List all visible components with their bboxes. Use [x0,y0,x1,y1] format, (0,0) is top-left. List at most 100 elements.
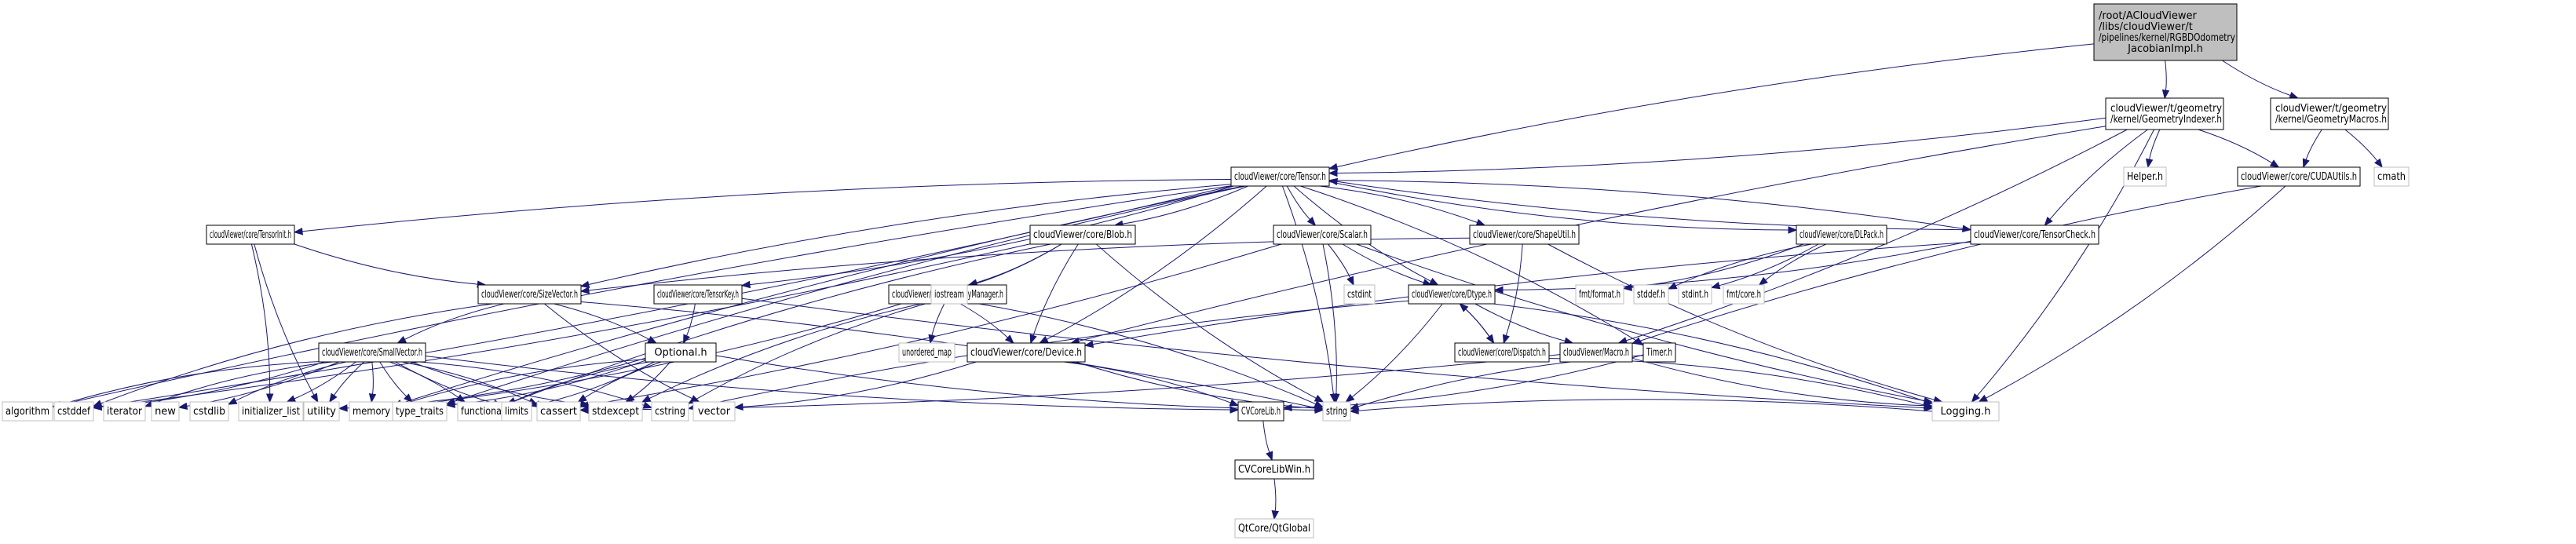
edge-line [1548,358,1925,406]
edge-line [2344,129,2378,162]
edge-line [1342,243,1424,283]
edge-geomindexer-to-helper [2145,129,2161,169]
node-box[interactable] [1454,342,1550,363]
node-cvcorelib[interactable]: CVCoreLib.h [1237,401,1284,422]
node-box[interactable] [653,284,743,305]
node-label: JacobianImpl.h [2127,43,2203,55]
node-geommacros[interactable]: cloudViewer/t/geometry/kernel/GeometryMa… [2270,97,2389,130]
node-root[interactable]: /root/ACloudViewer/libs/cloudViewer/t/pi… [2093,3,2238,61]
edge-line [2149,129,2161,160]
arrowhead-icon [1622,283,1632,291]
node-box [53,401,94,422]
arrowhead-icon [329,392,338,403]
arrowhead-icon [577,394,587,403]
edge-line [294,243,478,285]
edge-dlpack-to-stddef [1667,243,1812,290]
node-tensorkey[interactable]: cloudViewer/core/TensorKey.h [653,284,743,305]
node-box[interactable] [1230,166,1330,187]
node-box[interactable] [1469,225,1580,245]
node-geomindexer[interactable]: cloudViewer/t/geometry/kernel/GeometryIn… [2105,97,2224,130]
edge-line [1328,181,1789,231]
node-box [2,401,53,422]
node-label: cloudViewer/t/geometry [2275,103,2387,115]
node-box[interactable] [645,342,717,363]
node-box[interactable] [966,342,1086,363]
node-label: cloudViewer/core/Dtype.h [1412,289,1492,301]
arrowhead-icon [2289,92,2300,99]
node-box[interactable] [1237,401,1284,422]
arrowhead-icon [647,335,657,344]
node-optional[interactable]: Optional.h [645,342,717,363]
edge-line [742,361,977,407]
node-unordered_map: unordered_map [898,342,955,363]
node-shapeutil[interactable]: cloudViewer/core/ShapeUtil.h [1469,225,1580,245]
node-box[interactable] [318,342,426,363]
node-box[interactable] [1408,284,1496,305]
arrowhead-icon [2145,158,2154,169]
arrowhead-icon [1314,394,1325,403]
node-limits: limits [501,401,532,422]
node-box [392,401,448,422]
edge-tensor-to-algorithm [51,185,1232,409]
arrowhead-icon [928,334,936,345]
node-label: cloudViewer/core/Dispatch.h [1458,347,1546,359]
node-cudautils[interactable]: cloudViewer/core/CUDAUtils.h [2237,166,2361,187]
node-macro[interactable]: cloudViewer/Macro.h [1559,342,1633,363]
node-box[interactable] [1796,225,1887,245]
arrowhead-icon [642,401,653,409]
node-box[interactable] [1029,225,1136,245]
node-timer[interactable]: Timer.h [1642,342,1676,363]
node-box[interactable] [1559,342,1633,363]
arrowhead-icon [445,400,455,408]
node-label: cloudViewer/core/TensorKey.h [657,289,739,301]
node-iterator: iterator [103,401,146,422]
edge-tensor-to-blob [1113,185,1248,228]
edge-line [931,303,945,336]
edge-line [588,237,1471,291]
edge-line [454,185,1246,402]
node-dlpack[interactable]: cloudViewer/core/DLPack.h [1796,225,1887,245]
edge-line [2222,60,2291,97]
arrowhead-icon [740,280,751,289]
node-label: limits [505,406,528,418]
node-tensor[interactable]: cloudViewer/core/Tensor.h [1230,166,1330,187]
edge-cudautils-to-logging [1978,185,2286,403]
node-blob[interactable]: cloudViewer/core/Blob.h [1029,225,1136,245]
edge-blob-to-device [1029,243,1079,345]
node-box[interactable] [2093,3,2238,61]
node-box[interactable] [2237,166,2361,187]
node-box[interactable] [1273,225,1372,245]
node-box[interactable] [1970,225,2099,245]
arrowhead-icon [1493,286,1504,294]
node-label: initializer_list [242,406,300,418]
node-tensorcheck[interactable]: cloudViewer/core/TensorCheck.h [1970,225,2099,245]
arrowhead-icon [455,394,466,403]
node-dispatch[interactable]: cloudViewer/core/Dispatch.h [1454,342,1550,363]
node-device[interactable]: cloudViewer/core/Device.h [966,342,1086,363]
node-box[interactable] [1642,342,1676,363]
node-box[interactable] [2270,97,2389,130]
node-cvcorelibwin[interactable]: CVCoreLibWin.h [1234,459,1314,480]
arrowhead-icon [1229,399,1240,407]
edge-cvcorelib-to-cvcorelibwin [1262,420,1273,462]
edge-smallvector-to-cstring [419,361,653,409]
edge-blob-to-string [1095,243,1325,403]
edge-blob-to-iostream [966,243,1062,288]
node-sizevector[interactable]: cloudViewer/core/SizeVector.h [477,284,582,305]
arrowhead-icon [1758,276,1768,286]
arrowhead-icon [1475,218,1486,226]
node-box[interactable] [477,284,582,305]
node-label: cmath [2377,171,2406,183]
node-box [1343,284,1376,305]
node-scalar[interactable]: cloudViewer/core/Scalar.h [1273,225,1372,245]
node-box[interactable] [2105,97,2224,130]
node-smallvector[interactable]: cloudViewer/core/SmallVector.h [318,342,426,363]
edge-line [2165,60,2167,91]
node-dtype[interactable]: cloudViewer/core/Dtype.h [1408,284,1496,305]
node-box[interactable] [1234,459,1314,480]
node-label: type_traits [396,406,444,418]
edge-smallvector-to-stdexcept [411,361,590,408]
node-box[interactable] [206,225,295,245]
node-label: cloudViewer/Macro.h [1563,347,1629,359]
node-tensorinit[interactable]: cloudViewer/core/TensorInit.h [206,225,295,245]
